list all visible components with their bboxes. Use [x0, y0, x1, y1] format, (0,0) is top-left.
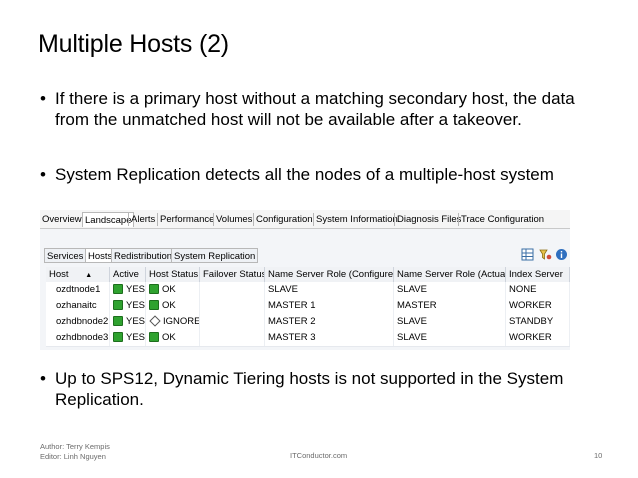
bullet-dot: • [40, 89, 46, 108]
column-header-host-status[interactable]: Host Status [146, 267, 200, 282]
host-status-cell: OK [146, 298, 200, 314]
table-row[interactable]: ozhanaitc YES OK MASTER 1 MASTER WORKER [46, 298, 570, 315]
tab-volumes[interactable]: Volumes [216, 214, 253, 225]
index-server-cell: WORKER [506, 330, 570, 346]
failover-status-cell [200, 298, 265, 314]
ns-role-actual-cell: MASTER [394, 298, 506, 314]
column-header-host[interactable]: Host ▲ [46, 267, 110, 282]
ns-role-actual-cell: SLAVE [394, 314, 506, 330]
bullet-dot: • [40, 165, 46, 184]
bullet-text: If there is a primary host without a mat… [55, 89, 575, 129]
tab-system-replication[interactable]: System Replication [171, 248, 259, 263]
footer-author: Author: Terry Kempis [40, 442, 110, 451]
host-status-cell: OK [146, 330, 200, 346]
tab-trace-configuration[interactable]: Trace Configuration [461, 214, 545, 225]
active-cell: YES [110, 282, 146, 298]
bullet-item: • Up to SPS12, Dynamic Tiering hosts is … [40, 368, 600, 410]
table-row[interactable]: ozhdbnode3 YES OK MASTER 3 SLAVE WORKER [46, 330, 570, 347]
bullet-item: • System Replication detects all the nod… [40, 164, 600, 185]
index-server-cell: STANDBY [506, 314, 570, 330]
active-status-icon [113, 332, 123, 343]
host-cell: ozhdbnode3 [46, 330, 110, 346]
active-cell: YES [110, 298, 146, 314]
tab-diagnosis-files[interactable]: Diagnosis Files [397, 214, 462, 225]
active-status-icon [113, 316, 123, 327]
ns-role-configured-cell: SLAVE [265, 282, 394, 298]
sort-ascending-icon: ▲ [85, 272, 93, 279]
ignore-status-icon [149, 315, 161, 328]
failover-status-cell [200, 314, 265, 330]
tab-system-information[interactable]: System Information [316, 214, 398, 225]
footer-site: ITConductor.com [290, 451, 348, 460]
column-header-active[interactable]: Active [110, 267, 146, 282]
bullet-item: • If there is a primary host without a m… [40, 88, 600, 130]
table-settings-icon[interactable] [521, 248, 534, 261]
hana-studio-screenshot: Overview Landscape Alerts Performance Vo… [40, 210, 570, 350]
tab-configuration[interactable]: Configuration [256, 214, 313, 225]
ns-role-actual-cell: SLAVE [394, 330, 506, 346]
active-status-icon [113, 284, 123, 295]
active-cell: YES [110, 330, 146, 346]
ok-status-icon [149, 284, 159, 295]
tab-overview[interactable]: Overview [42, 214, 82, 225]
index-server-cell: NONE [506, 282, 570, 298]
failover-status-cell [200, 282, 265, 298]
bullet-text: System Replication detects all the nodes… [55, 165, 554, 184]
ns-role-actual-cell: SLAVE [394, 282, 506, 298]
tab-services[interactable]: Services [44, 248, 87, 263]
ok-status-icon [149, 332, 159, 343]
tab-landscape[interactable]: Landscape [82, 212, 135, 227]
column-header-ns-role-actual[interactable]: Name Server Role (Actual) [394, 267, 506, 282]
bullet-dot: • [40, 369, 46, 388]
active-status-icon [113, 300, 123, 311]
slide-title: Multiple Hosts (2) [38, 30, 229, 58]
filter-icon[interactable] [539, 248, 552, 261]
footer-credits: Author: Terry Kempis Editor: Linh Nguyen [40, 442, 110, 462]
table-row[interactable]: ozhdbnode2 YES IGNORE MASTER 2 SLAVE STA… [46, 314, 570, 331]
bullet-text: Up to SPS12, Dynamic Tiering hosts is no… [55, 369, 564, 409]
main-tab-bar: Overview Landscape Alerts Performance Vo… [40, 210, 570, 229]
ok-status-icon [149, 300, 159, 311]
host-cell: ozhanaitc [46, 298, 110, 314]
sub-tab-bar: Services Hosts Redistribution System Rep… [40, 246, 570, 266]
column-header-ns-role-configured[interactable]: Name Server Role (Configured) [265, 267, 394, 282]
column-header-index-server[interactable]: Index Server [506, 267, 570, 282]
active-cell: YES [110, 314, 146, 330]
column-header-failover-status[interactable]: Failover Status [200, 267, 265, 282]
tab-redistribution[interactable]: Redistribution [111, 248, 176, 263]
slide-number: 10 [594, 451, 603, 460]
ns-role-configured-cell: MASTER 3 [265, 330, 394, 346]
host-status-cell: IGNORE [146, 314, 200, 330]
ns-role-configured-cell: MASTER 2 [265, 314, 394, 330]
host-cell: ozhdbnode2 [46, 314, 110, 330]
failover-status-cell [200, 330, 265, 346]
table-row[interactable]: ozdtnode1 YES OK SLAVE SLAVE NONE [46, 282, 570, 299]
info-icon[interactable] [555, 248, 568, 261]
index-server-cell: WORKER [506, 298, 570, 314]
tab-performance[interactable]: Performance [160, 214, 215, 225]
tab-alerts[interactable]: Alerts [131, 214, 156, 225]
ns-role-configured-cell: MASTER 1 [265, 298, 394, 314]
host-cell: ozdtnode1 [46, 282, 110, 298]
footer-editor: Editor: Linh Nguyen [40, 452, 106, 461]
host-status-cell: OK [146, 282, 200, 298]
